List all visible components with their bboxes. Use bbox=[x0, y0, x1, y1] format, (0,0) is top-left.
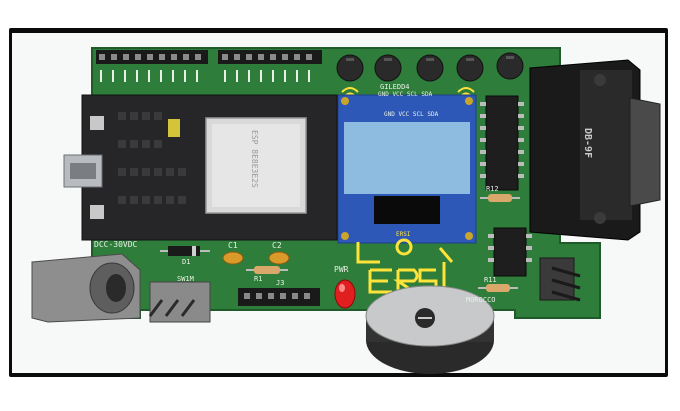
power-jack bbox=[31, 253, 141, 323]
slide-switch bbox=[148, 281, 211, 323]
pin-header-right bbox=[218, 50, 322, 64]
diode-d1 bbox=[160, 246, 210, 256]
capacitor-c2 bbox=[268, 251, 290, 265]
label-resistor: R1 bbox=[254, 275, 263, 283]
resistor-r1 bbox=[246, 266, 288, 274]
label-oled-pins-screen: GND VCC SCL SDA bbox=[384, 111, 439, 118]
label-country: MOROCCO bbox=[466, 296, 496, 304]
boot-button-icon bbox=[90, 116, 104, 130]
oled-display bbox=[337, 94, 477, 244]
label-resistor-12: R12 bbox=[486, 185, 499, 193]
resistor-r11 bbox=[478, 284, 518, 292]
ic-chip bbox=[480, 95, 524, 191]
label-capacitor-1: C1 bbox=[228, 241, 238, 250]
label-connector: DB-9F bbox=[582, 128, 593, 159]
buzzer bbox=[365, 285, 495, 374]
label-switch: SW1M bbox=[177, 275, 194, 283]
header-3pin bbox=[539, 257, 581, 302]
label-header-j3: J3 bbox=[276, 279, 285, 287]
capacitor-c1 bbox=[222, 251, 244, 265]
power-led bbox=[334, 279, 356, 309]
label-oled-title: GILEDD4 bbox=[380, 83, 410, 91]
label-logo: ERSI bbox=[396, 231, 411, 238]
resistor-r12 bbox=[480, 194, 520, 202]
header-j3 bbox=[238, 288, 320, 306]
db9-connector bbox=[529, 59, 661, 241]
ic-chip-small bbox=[488, 227, 532, 277]
reset-button-icon bbox=[90, 205, 104, 219]
esp32-devkit bbox=[63, 94, 338, 241]
header-pin-labels bbox=[100, 70, 310, 82]
label-diode: D1 bbox=[182, 258, 191, 266]
label-oled-pins-top: GND VCC SCL SDA bbox=[378, 91, 433, 98]
label-power-led: PWR bbox=[334, 265, 349, 274]
label-module: ESP 8E8E3E2S bbox=[250, 130, 259, 188]
label-capacitor-2: C2 bbox=[272, 241, 282, 250]
label-power-jack: DCC-30VDC bbox=[94, 240, 138, 249]
pin-header-left bbox=[96, 50, 208, 64]
led-yellow bbox=[168, 119, 180, 137]
label-resistor-11: R11 bbox=[484, 276, 497, 284]
capacitor-row bbox=[336, 52, 524, 82]
